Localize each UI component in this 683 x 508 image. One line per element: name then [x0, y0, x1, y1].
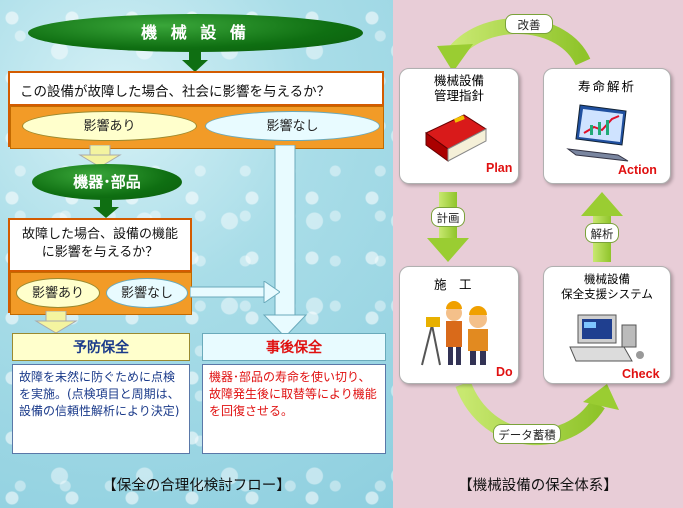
do-label: Do: [496, 365, 513, 379]
arrow-down-icon: [93, 198, 119, 218]
arrow-down-icon: [182, 50, 208, 72]
plan-title: 機械設備 管理指針: [433, 73, 484, 103]
question1-box: この設備が故障した場合、社会に影響を与えるか？ 影響あり 影響なし: [8, 71, 384, 149]
arrow-down-icon: [34, 311, 78, 333]
no2-pill: 影響なし: [106, 278, 188, 308]
no1-pill: 影響なし: [205, 111, 380, 141]
yes2-pill: 影響あり: [16, 278, 100, 308]
mid-oval-components: 機器･部品: [32, 164, 182, 200]
action-title: 寿命解析: [577, 79, 636, 94]
do-node: 施 工 Do: [399, 266, 519, 384]
plan-label: Plan: [486, 161, 513, 175]
action-label: Action: [618, 163, 657, 177]
book-icon: [425, 114, 487, 162]
system-panel: 改善 機械設備 管理指針 Plan 寿命解析 Action 計画 解析 施 工: [393, 0, 683, 508]
arrow-down-icon: [78, 145, 122, 167]
check-title: 機械設備 保全支援システム: [561, 272, 653, 301]
kaizen-label: 改善: [505, 14, 553, 34]
keikaku-label: 計画: [431, 207, 465, 227]
arrow-down-icon: [262, 145, 308, 337]
laptop-chart-icon: [566, 104, 629, 162]
top-oval-machine-equipment: 機 械 設 備: [28, 14, 363, 52]
kaiseki-label: 解析: [585, 223, 619, 243]
question1-text: この設備が故障した場合、社会に影響を与えるか？: [10, 73, 382, 106]
yes1-pill: 影響あり: [22, 111, 197, 141]
flow-caption: 【保全の合理化検討フロー】: [102, 478, 291, 494]
action-node: 寿命解析 Action: [543, 68, 671, 184]
system-caption: 【機械設備の保全体系】: [458, 478, 618, 494]
check-label: Check: [622, 367, 660, 381]
corrective-text: 機器･部品の寿命を使い切り、故障発生後に取替等により機能を回復させる。: [202, 364, 386, 454]
arrow-right-icon: [190, 281, 280, 303]
check-node: 機械設備 保全支援システム Check: [543, 266, 671, 384]
data-label: データ蓄積: [493, 424, 561, 444]
plan-node: 機械設備 管理指針 Plan: [399, 68, 519, 184]
workers-icon: [421, 301, 488, 366]
flow-panel: 機 械 設 備 この設備が故障した場合、社会に影響を与えるか？ 影響あり 影響な…: [0, 0, 393, 508]
preventive-title: 予防保全: [12, 333, 190, 361]
preventive-text: 故障を未然に防ぐために点検を実施。(点検項目と周期は、設備の信頼性解析により決定…: [12, 364, 190, 454]
do-title: 施 工: [434, 277, 472, 292]
computer-icon: [569, 314, 644, 362]
corrective-title: 事後保全: [202, 333, 386, 361]
question2-box: 故障した場合、設備の機能に影響を与えるか？ 影響あり 影響なし: [8, 218, 192, 315]
question2-text: 故障した場合、設備の機能に影響を与えるか？: [10, 220, 190, 272]
